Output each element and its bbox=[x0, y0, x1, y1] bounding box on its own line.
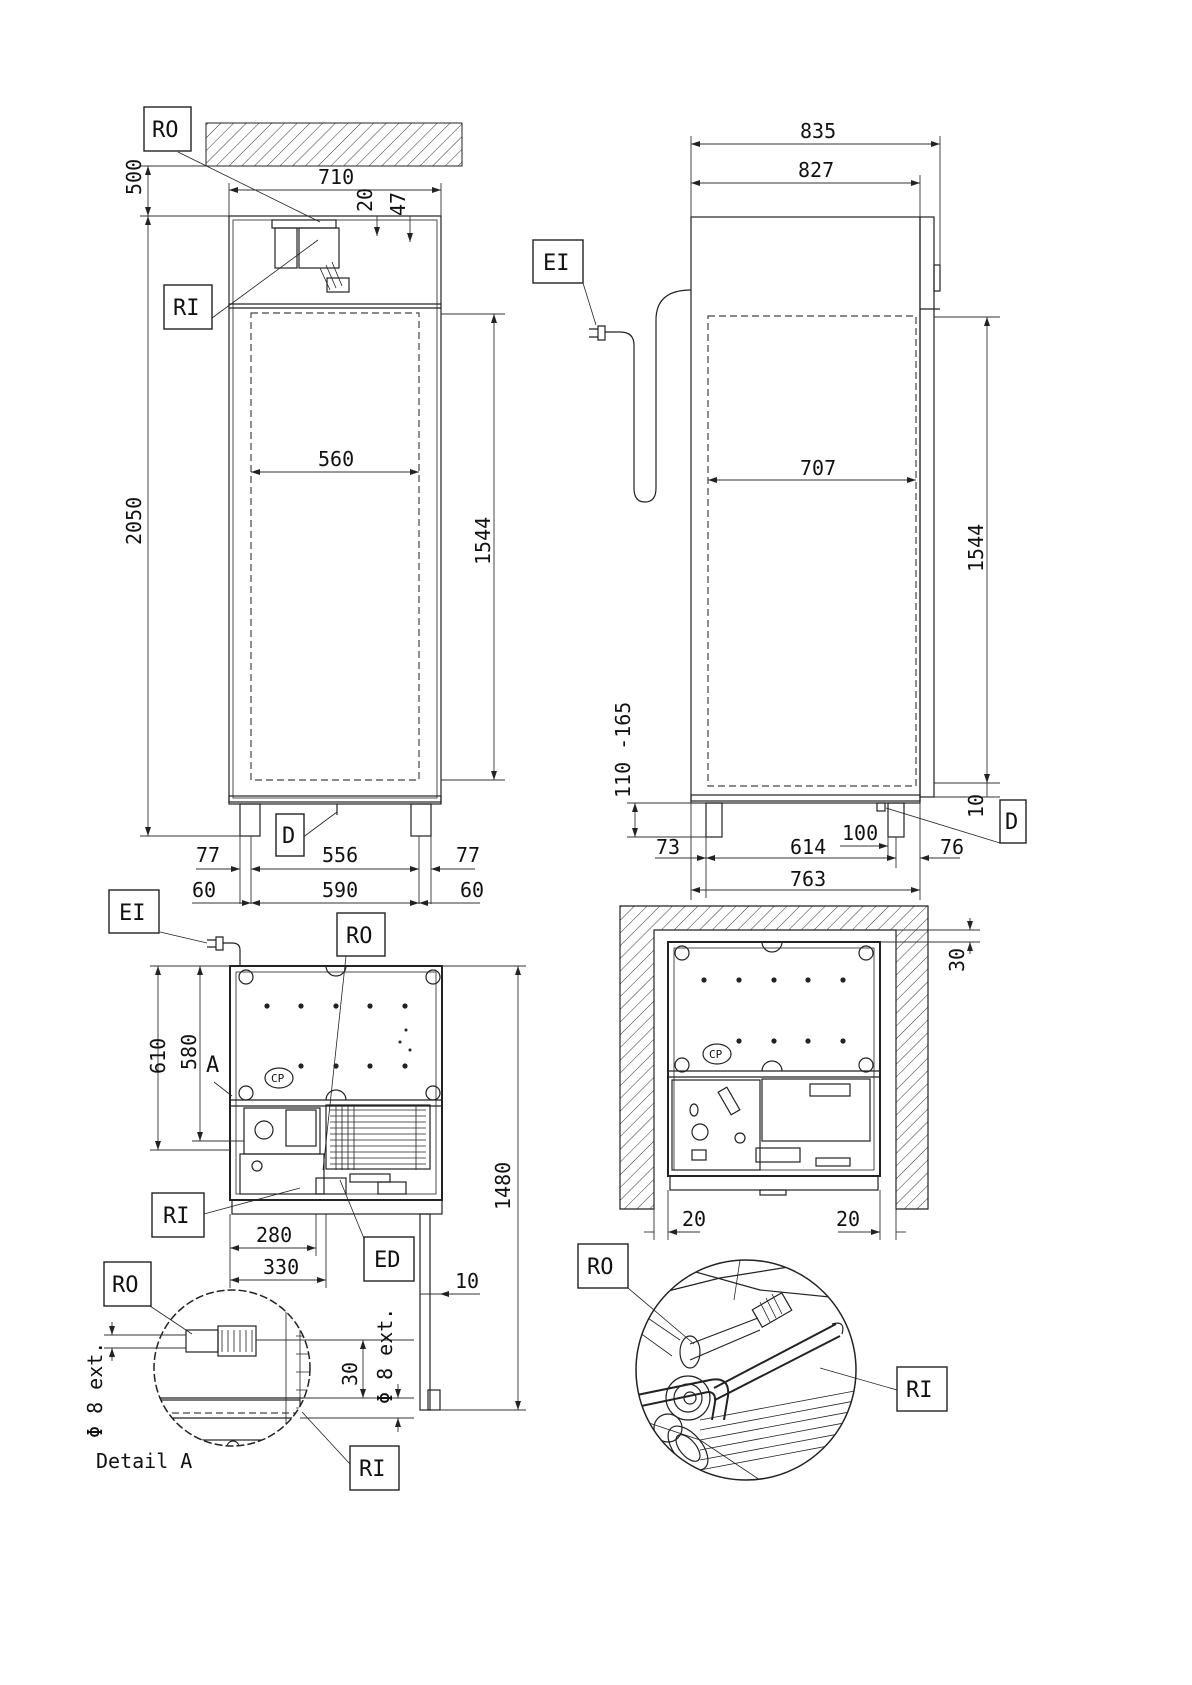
dim-inner-depth: 707 bbox=[800, 456, 836, 480]
dim-inner-width: 560 bbox=[318, 447, 354, 471]
dim-detail-ext-right: Φ 8 ext. bbox=[373, 1308, 397, 1404]
dim-foot-right: 77 bbox=[456, 843, 480, 867]
svg-text:CP: CP bbox=[709, 1048, 723, 1061]
dim-front-inner-height: 1544 bbox=[471, 517, 495, 565]
front-foot-right bbox=[411, 804, 431, 836]
dim-side-inner-height: 1544 bbox=[964, 524, 988, 572]
installed-dots bbox=[701, 977, 845, 1043]
dim-580: 580 bbox=[177, 1034, 201, 1070]
detail-a-title: Detail A bbox=[96, 1449, 192, 1473]
dim-overall-depth: 835 bbox=[800, 119, 836, 143]
dim-610: 610 bbox=[146, 1038, 170, 1074]
dim-foot-left: 77 bbox=[196, 843, 220, 867]
dim-1480: 1480 bbox=[491, 1162, 515, 1210]
top-label-ro: RO bbox=[346, 924, 373, 949]
detail-label-ri: RI bbox=[359, 1457, 386, 1482]
dim-foot-span: 556 bbox=[322, 843, 358, 867]
dim-front-width: 710 bbox=[318, 165, 354, 189]
dim-base-width: 590 bbox=[322, 878, 358, 902]
front-label-ro: RO bbox=[152, 118, 179, 143]
photo-label-ro: RO bbox=[587, 1255, 614, 1280]
top-dots bbox=[264, 1003, 411, 1068]
detail-a: RO RI Φ 8 ext. 30 Φ 8 ext. Detail A bbox=[83, 1262, 414, 1490]
top-label-a: A bbox=[206, 1053, 219, 1078]
dim-side-10: 10 bbox=[964, 794, 988, 818]
top-machinery bbox=[240, 1105, 430, 1194]
dim-763: 763 bbox=[790, 867, 826, 891]
photo-label-ri: RI bbox=[906, 1378, 933, 1403]
side-foot-left bbox=[706, 803, 722, 837]
dim-detail-30: 30 bbox=[338, 1362, 362, 1386]
photo-detail: RO RI bbox=[578, 1244, 947, 1480]
installed-machinery bbox=[672, 1079, 870, 1170]
side-label-d: D bbox=[1005, 810, 1018, 835]
dim-installed-20-right: 20 bbox=[836, 1207, 860, 1231]
front-label-ri: RI bbox=[173, 296, 200, 321]
side-body-outline bbox=[691, 217, 920, 801]
dim-73: 73 bbox=[656, 835, 680, 859]
dim-76: 76 bbox=[940, 835, 964, 859]
dim-clearance-top: 500 bbox=[122, 159, 146, 195]
dim-front-height: 2050 bbox=[122, 497, 146, 545]
dim-installed-30: 30 bbox=[945, 948, 969, 972]
dim-280: 280 bbox=[256, 1223, 292, 1247]
ceiling-hatch bbox=[206, 123, 462, 166]
dim-20: 20 bbox=[353, 188, 377, 212]
front-label-d: D bbox=[282, 824, 295, 849]
dim-614: 614 bbox=[790, 835, 826, 859]
dim-100: 100 bbox=[842, 821, 878, 845]
power-cord bbox=[605, 290, 691, 502]
front-foot-left bbox=[240, 804, 260, 836]
installed-view: CP 30 20 20 bbox=[620, 906, 980, 1240]
dim-installed-20-left: 20 bbox=[682, 1207, 706, 1231]
svg-text:CP: CP bbox=[271, 1072, 285, 1085]
detail-label-ro: RO bbox=[112, 1273, 139, 1298]
front-inner-dashed bbox=[251, 313, 419, 780]
side-foot-right bbox=[888, 803, 904, 837]
front-top-unit bbox=[272, 220, 349, 292]
dim-feet-height: 110 -165 bbox=[611, 702, 635, 798]
top-label-ri: RI bbox=[163, 1204, 190, 1229]
dim-47: 47 bbox=[386, 192, 410, 216]
top-label-ei: EI bbox=[119, 901, 146, 926]
side-view: EI D 835 827 707 1544 110 -165 10 73 614… bbox=[533, 119, 1026, 900]
dim-330: 330 bbox=[263, 1255, 299, 1279]
dim-top-10: 10 bbox=[455, 1269, 479, 1293]
dim-detail-ext-left: Φ 8 ext. bbox=[83, 1342, 107, 1438]
side-inner-dashed bbox=[708, 316, 916, 786]
dim-side-right: 60 bbox=[460, 878, 484, 902]
dim-body-depth: 827 bbox=[798, 158, 834, 182]
front-view: RO RI D 500 710 20 47 2050 560 1544 77 5… bbox=[122, 107, 505, 904]
plug-icon bbox=[589, 326, 605, 340]
dim-side-left: 60 bbox=[192, 878, 216, 902]
side-label-ei: EI bbox=[543, 251, 570, 276]
top-label-ed: ED bbox=[374, 1248, 401, 1273]
